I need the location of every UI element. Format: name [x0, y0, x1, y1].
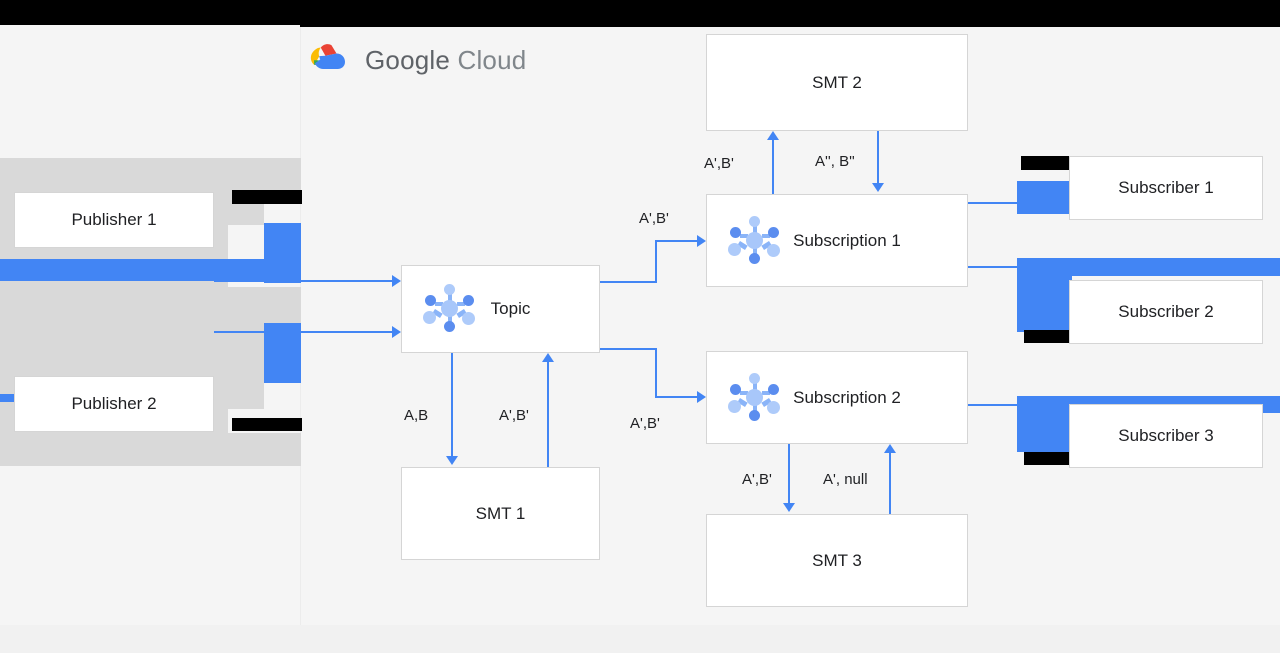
edge-topic-sub2-h2: [655, 396, 698, 398]
node-smt-3[interactable]: SMT 3: [706, 514, 968, 607]
brand-google: Google: [365, 44, 451, 75]
node-subscriber-2[interactable]: Subscriber 2: [1069, 280, 1263, 344]
node-publisher-2-label: Publisher 2: [71, 394, 157, 413]
edge-topic-sub2-h1: [600, 348, 657, 350]
blue-artifact-block: [0, 394, 14, 402]
edge-label-sub1-smt2: A',B': [704, 155, 734, 172]
google-cloud-logo-icon: [310, 44, 345, 69]
node-publisher-1-label: Publisher 1: [71, 210, 157, 229]
edge-topic-sub2-v: [655, 348, 657, 398]
node-smt-2-label: SMT 2: [812, 72, 862, 92]
node-subscriber-2-label: Subscriber 2: [1118, 302, 1214, 321]
edge-sub1-smt2: [772, 140, 774, 195]
gray-artifact-block: [0, 433, 301, 466]
node-subscription-1[interactable]: Subscription 1: [706, 194, 968, 287]
blue-artifact-block: [0, 259, 264, 281]
gray-artifact-block: [228, 383, 264, 409]
brand-cloud: Cloud: [457, 44, 527, 75]
arrowhead-sub2-smt3: [783, 503, 795, 512]
node-subscription-2[interactable]: Subscription 2: [706, 351, 968, 444]
node-publisher-2[interactable]: Publisher 2: [14, 376, 214, 432]
edge-publisher1-topic: [214, 280, 392, 282]
blue-artifact-block: [264, 223, 301, 283]
arrowhead-smt1-topic: [542, 353, 554, 362]
edge-label-topic-sub2: A',B': [630, 415, 660, 432]
pubsub-node-icon: [725, 215, 785, 267]
blue-artifact-block: [1017, 258, 1072, 332]
black-artifact-block: [232, 190, 302, 204]
edge-smt3-sub2: [889, 453, 891, 514]
arrowhead-sub1-smt2: [767, 131, 779, 140]
edge-smt1-topic: [547, 362, 549, 467]
edge-label-smt3-sub2: A', null: [823, 471, 868, 488]
node-subscription-1-label: Subscription 1: [793, 230, 901, 250]
arrowhead-topic-sub2: [697, 391, 706, 403]
edge-topic-smt1: [451, 353, 453, 458]
bottom-band: [0, 625, 1280, 653]
arrowhead-publisher1-topic: [392, 275, 401, 287]
node-smt-1-label: SMT 1: [475, 503, 526, 523]
node-smt-1[interactable]: SMT 1: [401, 467, 600, 560]
google-cloud-logo: Google Cloud: [310, 42, 526, 78]
blue-artifact-block: [264, 323, 301, 383]
edge-label-sub2-smt3: A',B': [742, 471, 772, 488]
node-subscriber-1-label: Subscriber 1: [1118, 178, 1214, 197]
pubsub-node-icon: [420, 283, 480, 335]
edge-label-topic-sub1: A',B': [639, 210, 669, 227]
arrowhead-smt2-sub1: [872, 183, 884, 192]
node-topic-label: Topic: [490, 299, 531, 318]
node-publisher-1[interactable]: Publisher 1: [14, 192, 214, 248]
blue-artifact-block: [1017, 181, 1072, 214]
black-artifact-block: [1024, 330, 1069, 343]
edge-sub2-smt3: [788, 444, 790, 505]
arrowhead-topic-smt1: [446, 456, 458, 465]
node-subscriber-1[interactable]: Subscriber 1: [1069, 156, 1263, 220]
edge-topic-sub1-h2: [655, 240, 698, 242]
edge-smt2-sub1: [877, 131, 879, 185]
blue-artifact-block: [1017, 396, 1072, 452]
edge-label-smt1-topic: A',B': [499, 407, 529, 424]
arrowhead-publisher2-topic: [392, 326, 401, 338]
arrowhead-topic-sub1: [697, 235, 706, 247]
edge-publisher2-topic: [214, 331, 392, 333]
black-artifact-block: [1021, 156, 1069, 170]
top-black-bar-right: [300, 0, 1280, 27]
edge-topic-sub1-v: [655, 240, 657, 282]
arrowhead-smt3-sub2: [884, 444, 896, 453]
google-cloud-wordmark: Google Cloud: [365, 45, 526, 76]
node-subscription-2-label: Subscription 2: [793, 387, 901, 407]
pubsub-node-icon: [725, 372, 785, 424]
node-topic[interactable]: Topic: [401, 265, 600, 353]
edge-topic-sub1-h1: [600, 281, 657, 283]
black-artifact-block: [1024, 452, 1069, 465]
node-subscriber-3-label: Subscriber 3: [1118, 426, 1214, 445]
node-smt-3-label: SMT 3: [812, 550, 862, 570]
node-subscriber-3[interactable]: Subscriber 3: [1069, 404, 1263, 468]
edge-label-smt2-sub1: A'', B'': [815, 153, 855, 170]
black-artifact-block: [232, 418, 302, 431]
node-smt-2[interactable]: SMT 2: [706, 34, 968, 131]
blue-artifact-block: [1017, 258, 1280, 276]
top-black-bar-left: [0, 0, 300, 25]
gray-artifact-block: [0, 287, 301, 383]
edge-label-topic-smt1: A,B: [404, 407, 429, 424]
